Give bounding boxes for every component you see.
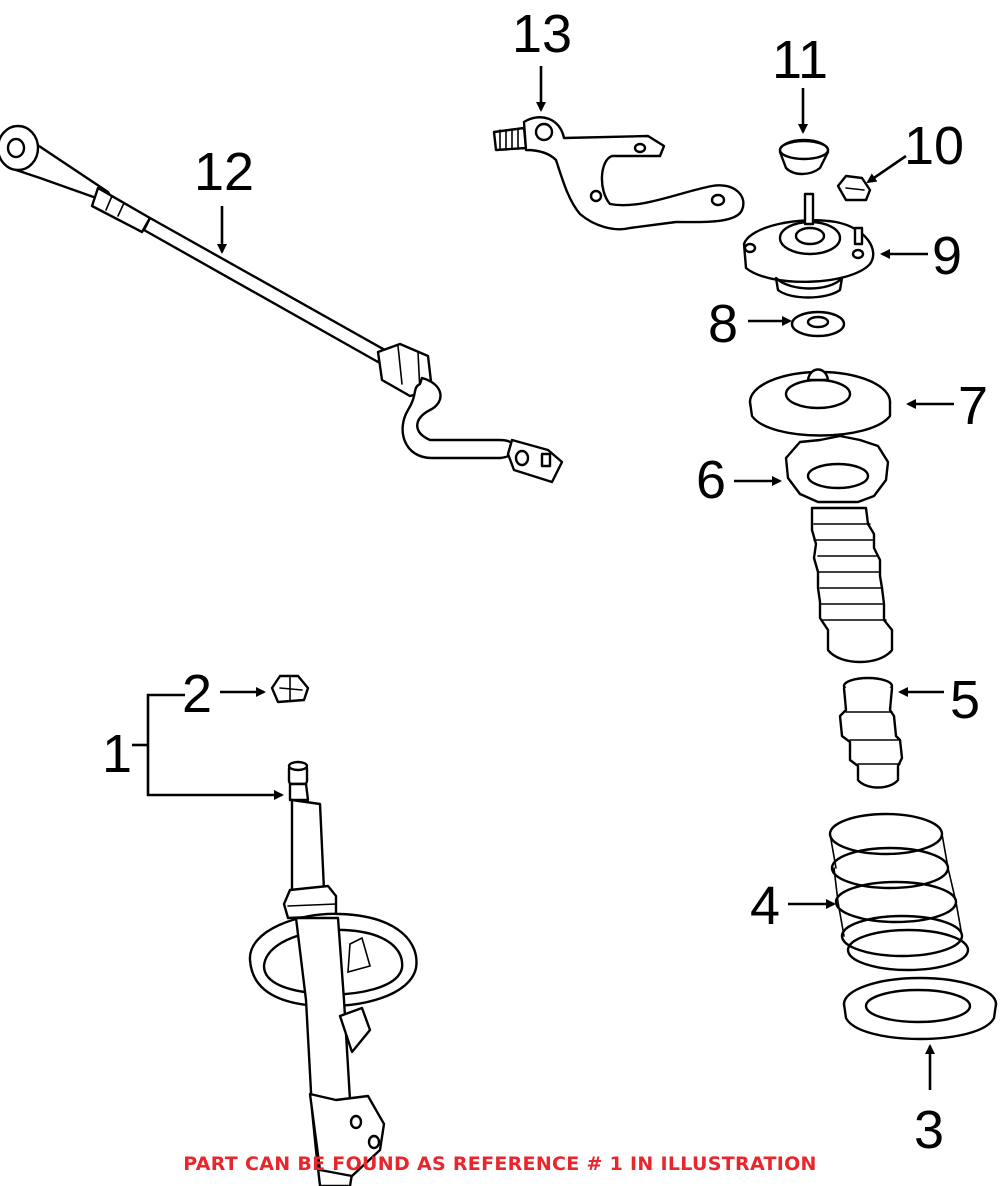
callout-2: 2	[182, 664, 212, 724]
leader-part-10	[866, 154, 907, 184]
dust-cap-part-11	[778, 138, 830, 176]
bracket-part-1	[146, 693, 284, 800]
callout-13: 13	[512, 4, 572, 64]
callout-10: 10	[904, 116, 964, 176]
strut-mount-part-9	[742, 192, 875, 299]
callout-labels: 1 2 3 4 5 6 7 8 9 10 11 12 13	[102, 4, 988, 1160]
coil-spring-part-4	[828, 812, 970, 972]
callout-11: 11	[772, 30, 828, 90]
callout-7: 7	[958, 376, 988, 436]
callout-1: 1	[102, 724, 132, 784]
spring-seat-part-7	[748, 368, 892, 437]
reference-note: PART CAN BE FOUND AS REFERENCE # 1 IN IL…	[183, 1153, 817, 1175]
callout-12: 12	[194, 142, 254, 202]
strut-assembly-part-1	[248, 760, 418, 1186]
callout-6: 6	[696, 450, 726, 510]
callout-5: 5	[950, 670, 980, 730]
callout-3: 3	[914, 1100, 944, 1160]
callout-8: 8	[708, 294, 738, 354]
control-arm-part-13	[492, 116, 745, 231]
callout-4: 4	[750, 876, 780, 936]
leader-lines	[132, 66, 954, 1090]
nut-part-10	[836, 174, 872, 202]
washer-part-8	[790, 310, 846, 338]
nut-part-2	[270, 674, 310, 704]
stabilizer-bar-part-12	[0, 124, 564, 484]
spring-insulator-part-3	[842, 976, 998, 1041]
bump-stop-part-5	[838, 676, 904, 789]
dust-boot-part-6	[784, 434, 894, 664]
callout-9: 9	[932, 226, 962, 286]
